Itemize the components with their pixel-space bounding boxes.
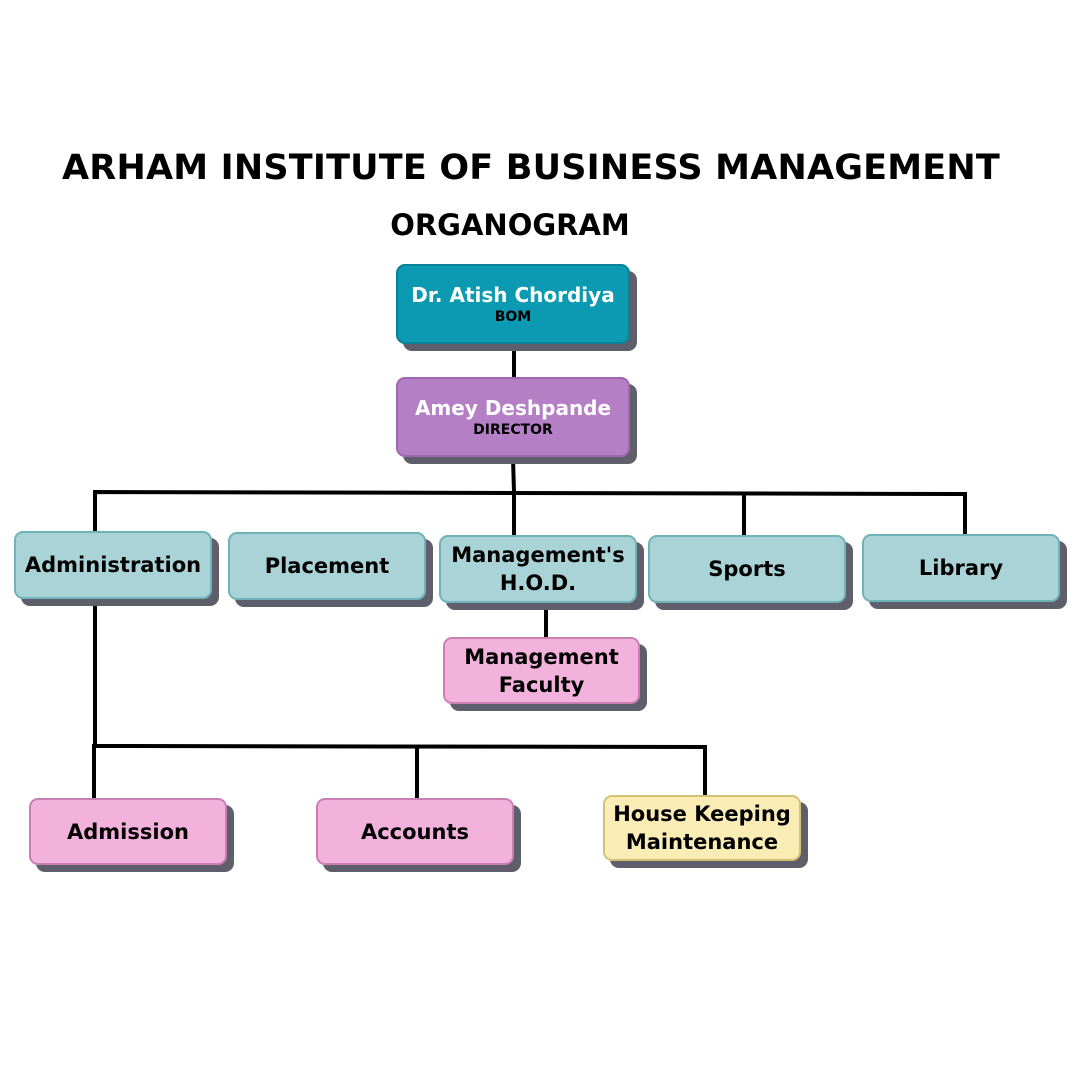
connector-department-bar: [93, 489, 967, 536]
connector-director-down: [510, 455, 517, 495]
node-hod-line1: Management's: [451, 543, 625, 567]
chart-title: ARHAM INSTITUTE OF BUSINESS MANAGEMENT: [62, 148, 1000, 188]
node-director-name: Amey Deshpande: [414, 396, 612, 420]
chart-subtitle: ORGANOGRAM: [390, 208, 630, 242]
node-sports: Sports: [648, 535, 846, 603]
node-bom: Dr. Atish Chordiya BOM: [396, 264, 630, 344]
node-library-label: Library: [918, 556, 1004, 580]
node-director: Amey Deshpande DIRECTOR: [396, 377, 630, 457]
node-library: Library: [862, 534, 1060, 602]
node-accounts: Accounts: [316, 798, 514, 865]
node-placement-label: Placement: [264, 554, 390, 578]
node-administration: Administration: [14, 531, 212, 599]
node-hod-line2: H.O.D.: [499, 571, 577, 595]
node-director-role: DIRECTOR: [473, 422, 553, 438]
node-admission: Admission: [29, 798, 227, 865]
connector-admin-bar: [92, 743, 707, 800]
node-accounts-label: Accounts: [360, 819, 469, 844]
node-placement: Placement: [228, 532, 426, 600]
node-housekeeping: House Keeping Maintenance: [603, 795, 801, 861]
node-faculty-line2: Faculty: [498, 672, 585, 697]
node-bom-role: BOM: [494, 309, 532, 325]
node-admission-label: Admission: [67, 819, 189, 844]
node-sports-label: Sports: [708, 557, 786, 581]
node-administration-label: Administration: [24, 553, 202, 577]
node-faculty-line1: Management: [464, 644, 619, 669]
node-housekeeping-line2: Maintenance: [625, 830, 779, 854]
node-management-faculty: Management Faculty: [443, 637, 640, 704]
node-bom-name: Dr. Atish Chordiya: [411, 283, 615, 307]
node-hod: Management's H.O.D.: [439, 535, 637, 603]
node-housekeeping-line1: House Keeping: [613, 802, 791, 826]
